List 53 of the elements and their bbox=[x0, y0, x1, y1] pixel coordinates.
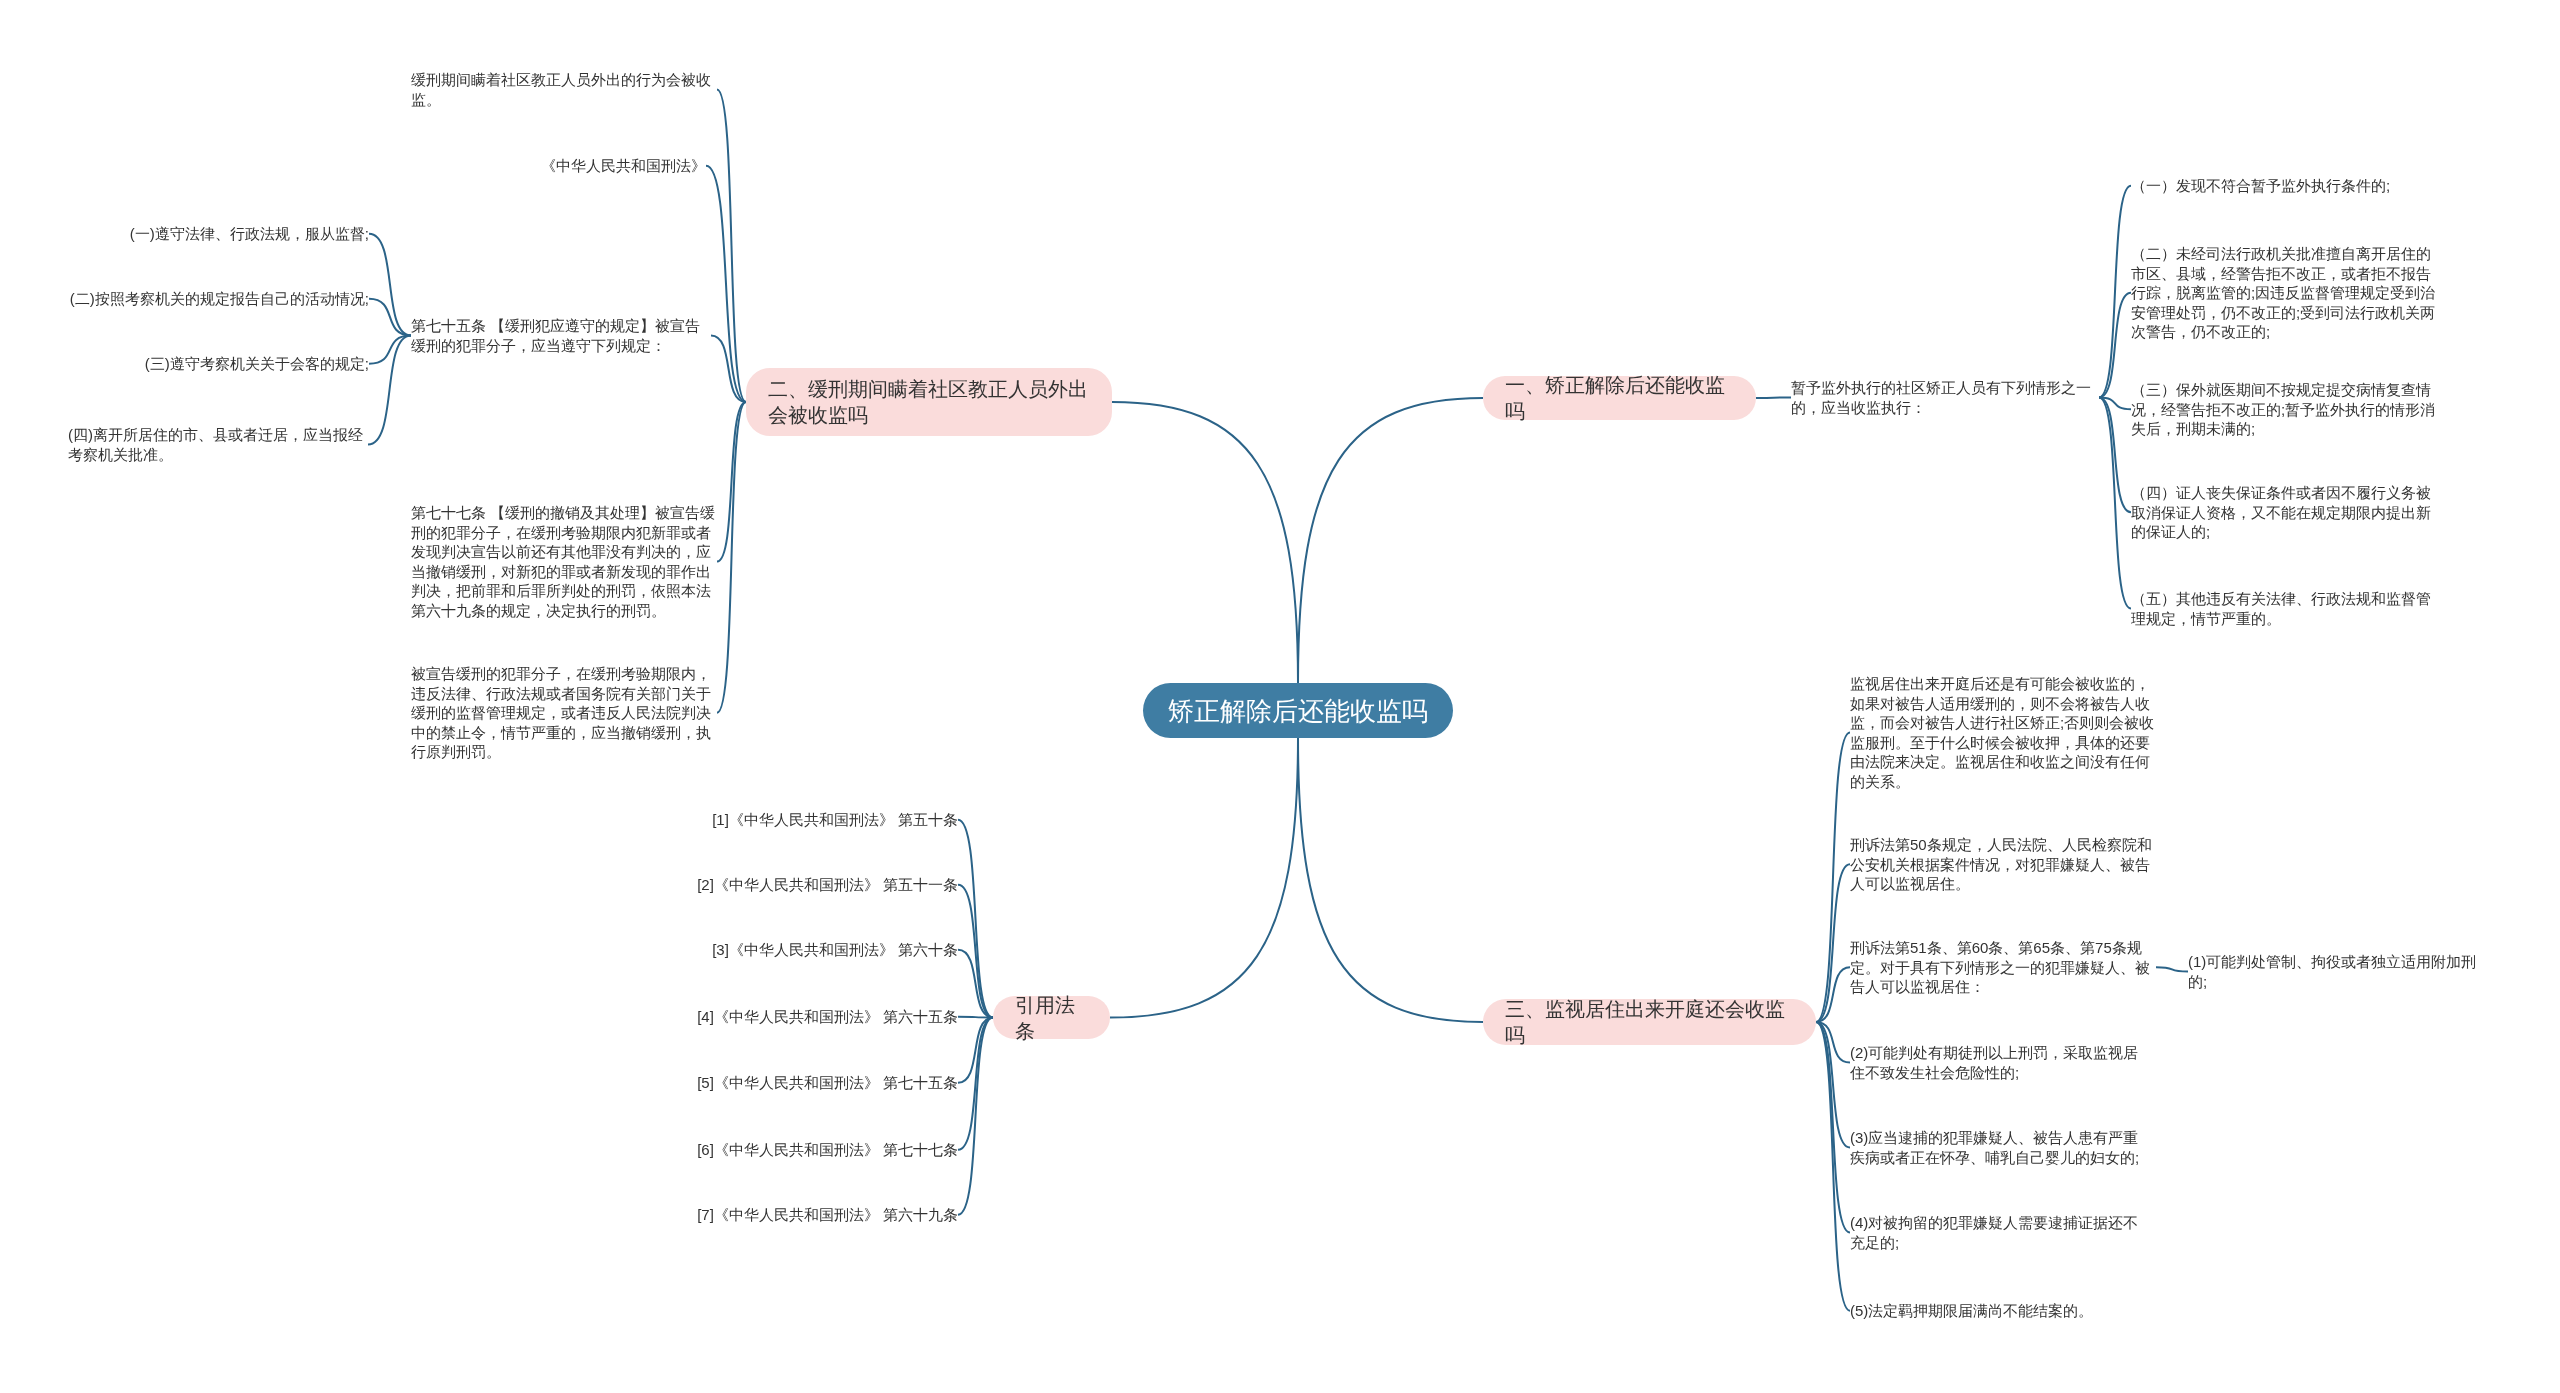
connector bbox=[1755, 396, 1792, 399]
connector bbox=[1111, 401, 1299, 684]
topic-text: (三)遵守考察机关关于会客的规定; bbox=[144, 354, 369, 374]
topic-text: (一)遵守法律、行政法规，服从监督; bbox=[129, 224, 369, 244]
connector bbox=[368, 297, 412, 337]
topic-text: （二）未经司法行政机关批准擅自离开居住的市区、县域，经警告拒不改正，或者拒不报告行踪，脱离监管的;因违反监督管理规定受到治安管理处罚，仍不改正的;受到司法行政机关两次警告，仍不改正的; bbox=[2131, 244, 2437, 342]
connector bbox=[2155, 966, 2189, 973]
topic-text: （四）证人丧失保证条件或者因不履行义务被取消保证人资格，又不能在规定期限内提出新的保证人的; bbox=[2131, 483, 2437, 542]
connector bbox=[367, 334, 412, 446]
connector bbox=[1815, 1021, 1851, 1312]
central-topic: 矫正解除后还能收监吗 bbox=[1143, 683, 1453, 738]
topic-text: 被宣告缓刑的犯罪分子，在缓刑考验期限内，违反法律、行政法规或者国务院有关部门关于缓刑的监督管理规定，或者违反人民法院判决中的禁止令，情节严重的，应当撤销缓刑，执行原判刑罚。 bbox=[411, 664, 717, 762]
branch-topic: 一、矫正解除后还能收监吗 bbox=[1483, 376, 1756, 420]
topic-text: (1)可能判处管制、拘役或者独立适用附加刑的; bbox=[2188, 952, 2488, 991]
connector bbox=[2098, 291, 2132, 399]
topic-text: [7]《中华人民共和国刑法》 第六十九条 bbox=[697, 1205, 958, 1225]
topic-text: 监视居住出来开庭后还是有可能会被收监的，如果对被告人适用缓刑的，则不会将被告人收监，而会对被告人进行社区矫正;否则则会被收监服刑。至于什么时候会被收押，具体的还要由法院来决定。监视居住和收监之间没有任何的关系。 bbox=[1850, 674, 2156, 791]
topic-text: 刑诉法第51条、第60条、第65条、第75条规定。对于具有下列情形之一的犯罪嫌疑人、被告人可以监视居住： bbox=[1850, 938, 2156, 997]
topic-text: [4]《中华人民共和国刑法》 第六十五条 bbox=[697, 1007, 958, 1027]
topic-text: (二)按照考察机关的规定报告自己的活动情况; bbox=[69, 289, 369, 309]
topic-text: （五）其他违反有关法律、行政法规和监督管理规定，情节严重的。 bbox=[2131, 589, 2437, 628]
connector bbox=[1815, 731, 1851, 1023]
connector bbox=[705, 164, 747, 403]
topic-text: 第七十五条 【缓刑犯应遵守的规定】被宣告缓刑的犯罪分子，应当遵守下列规定： bbox=[411, 316, 711, 355]
connector bbox=[716, 88, 747, 403]
topic-text: [1]《中华人民共和国刑法》 第五十条 bbox=[712, 810, 958, 830]
topic-text: (2)可能判处有期徒刑以上刑罚，采取监视居住不致发生社会危险性的; bbox=[1850, 1043, 2146, 1082]
topic-text: (四)离开所居住的市、县或者迁居，应当报经考察机关批准。 bbox=[68, 425, 368, 464]
connector bbox=[957, 1016, 994, 1216]
connector bbox=[2098, 396, 2132, 610]
connector bbox=[1815, 1021, 1851, 1234]
branch-topic: 三、监视居住出来开庭还会收监吗 bbox=[1483, 999, 1816, 1045]
topic-text: (3)应当逮捕的犯罪嫌疑人、被告人患有严重疾病或者正在怀孕、哺乳自己婴儿的妇女的; bbox=[1850, 1128, 2146, 1167]
connector bbox=[1815, 863, 1851, 1023]
topic-text: （三）保外就医期间不按规定提交病情复查情况，经警告拒不改正的;暂予监外执行的情形消失后，刑期未满的; bbox=[2131, 380, 2437, 439]
branch-topic: 引用法条 bbox=[993, 996, 1110, 1039]
topic-text: 暂予监外执行的社区矫正人员有下列情形之一的，应当收监执行： bbox=[1791, 378, 2099, 417]
topic-text: [6]《中华人民共和国刑法》 第七十七条 bbox=[697, 1140, 958, 1160]
branch-topic: 二、缓刑期间瞒着社区教正人员外出会被收监吗 bbox=[746, 368, 1112, 436]
connector bbox=[716, 401, 747, 563]
topic-text: [2]《中华人民共和国刑法》 第五十一条 bbox=[697, 875, 958, 895]
topic-text: 第七十七条 【缓刑的撤销及其处理】被宣告缓刑的犯罪分子，在缓刑考验期限内犯新罪或者发现判决宣告以前还有其他罪没有判决的，应当撤销缓刑，对新犯的罪或者新发现的罪作出判决，把前罪和后罪所判处的刑罚，依照本法第六十九条的规定，决定执行的刑罚。 bbox=[411, 503, 717, 620]
topic-text: [5]《中华人民共和国刑法》 第七十五条 bbox=[697, 1073, 958, 1093]
topic-text: 刑诉法第50条规定，人民法院、人民检察院和公安机关根据案件情况，对犯罪嫌疑人、被告人可以监视居住。 bbox=[1850, 835, 2156, 894]
topic-text: 缓刑期间瞒着社区教正人员外出的行为会被收监。 bbox=[411, 70, 717, 109]
topic-text: [3]《中华人民共和国刑法》 第六十条 bbox=[712, 940, 958, 960]
topic-text: (5)法定羁押期限届满尚不能结案的。 bbox=[1850, 1301, 2094, 1321]
topic-text: （一）发现不符合暂予监外执行条件的; bbox=[2131, 176, 2391, 196]
connector bbox=[957, 818, 994, 1019]
topic-text: (4)对被拘留的犯罪嫌疑人需要逮捕证据还不充足的; bbox=[1850, 1213, 2146, 1252]
connector bbox=[716, 401, 747, 714]
topic-text: 《中华人民共和国刑法》 bbox=[541, 156, 706, 176]
connector bbox=[2098, 184, 2132, 399]
